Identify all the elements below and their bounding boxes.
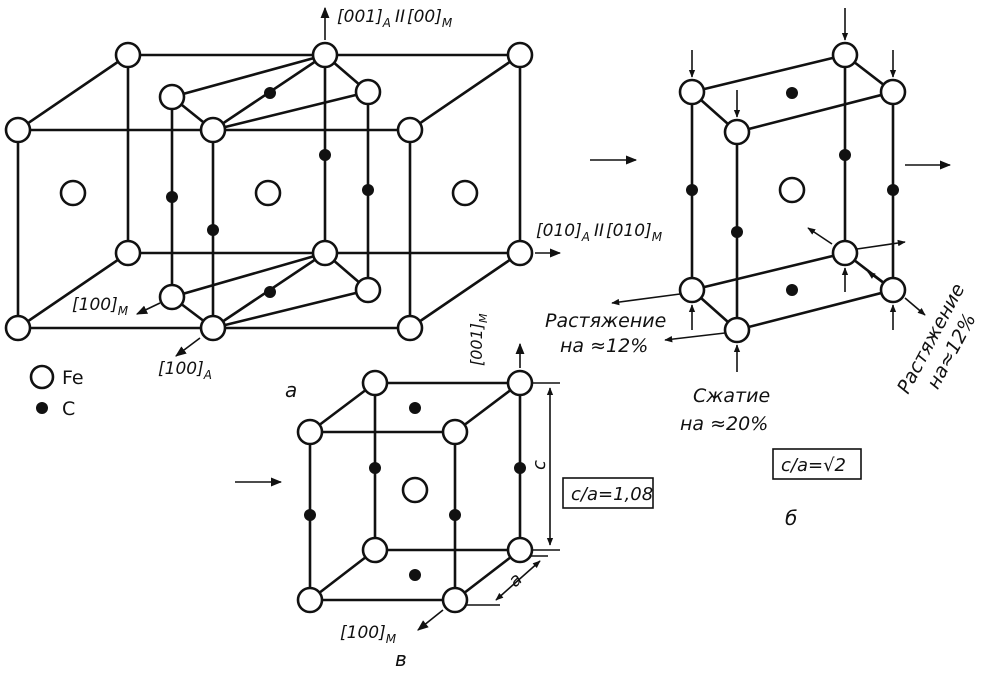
ratio-tetragonal-label: c/a=1,08 bbox=[571, 484, 653, 505]
ratio-b-box bbox=[772, 448, 862, 480]
part-v-label: в bbox=[395, 647, 407, 671]
legend-c-label: C bbox=[62, 398, 75, 420]
tension-left-label-2: на ≈12% bbox=[560, 335, 648, 357]
axis-100-m-label: [100]M bbox=[72, 295, 129, 318]
svg-text:a: a bbox=[504, 569, 526, 592]
legend-fe-label: Fe bbox=[62, 367, 84, 389]
part-c-lattice bbox=[296, 342, 560, 631]
part-b-label: б bbox=[785, 506, 797, 530]
dim-a-label: a bbox=[504, 569, 526, 592]
legend-c-icon bbox=[36, 402, 48, 414]
tension-left-label-1: Растяжение bbox=[545, 310, 666, 332]
compression-label-1: Сжатие bbox=[693, 385, 770, 407]
part-a-label: а bbox=[285, 378, 297, 402]
svg-text:c: c bbox=[529, 460, 550, 470]
axis-001-m-label: [001]M bbox=[467, 313, 490, 366]
svg-text:[001]M: [001]M bbox=[467, 313, 490, 366]
ratio-b-label: c/a=√2 bbox=[781, 455, 846, 476]
axis-100-m-c-label: [100]M bbox=[340, 623, 397, 646]
dim-c-label: c bbox=[529, 460, 550, 470]
part-b-lattice bbox=[611, 8, 926, 372]
part-a-lattice bbox=[4, 6, 562, 357]
axis-100-a-label: [100]A bbox=[158, 359, 212, 382]
legend-fe-icon bbox=[29, 364, 55, 390]
legend: Fe C bbox=[29, 364, 84, 420]
compression-label-2: на ≈20% bbox=[680, 413, 768, 435]
ratio-tetragonal-box bbox=[562, 477, 654, 509]
